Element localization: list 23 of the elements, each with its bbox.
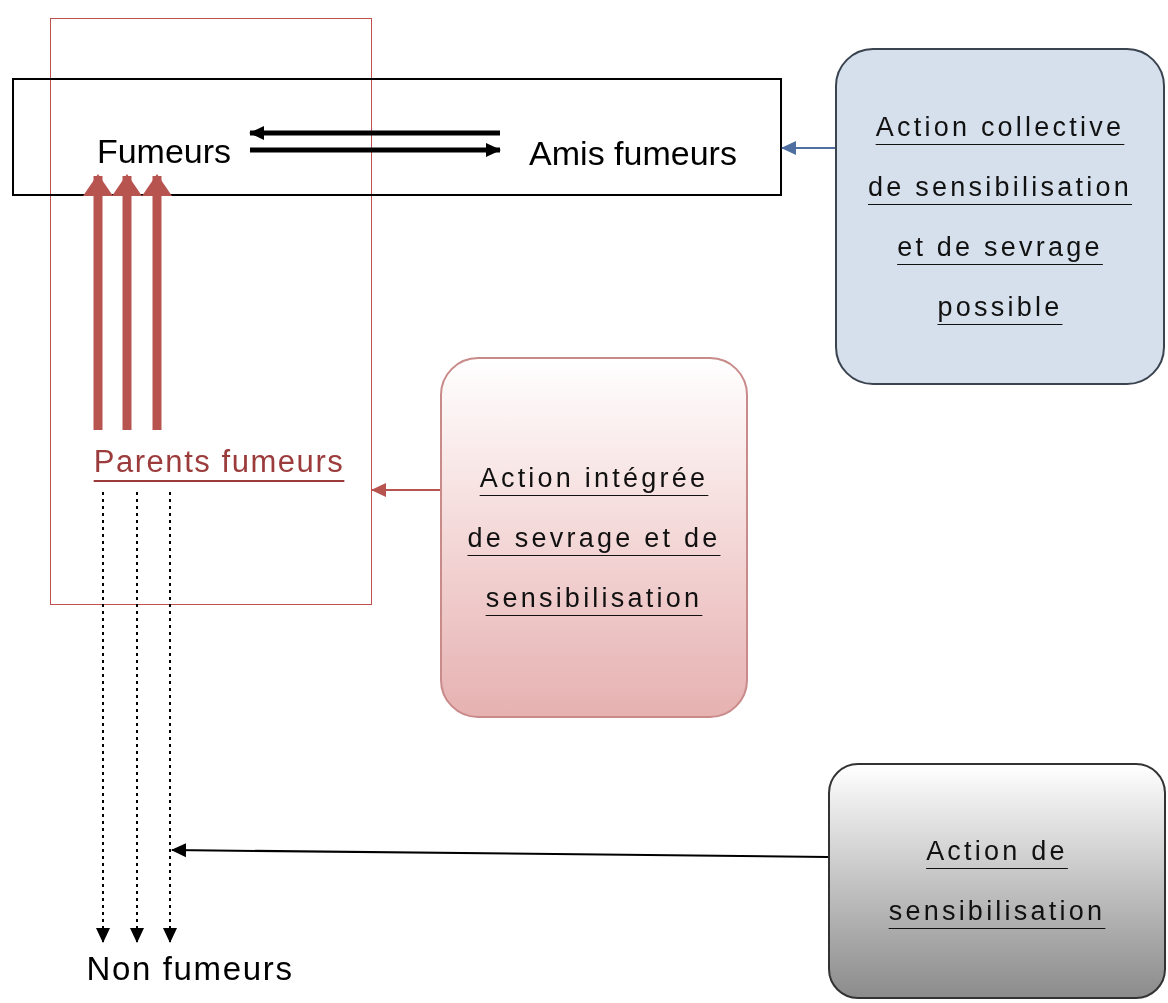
- arrow: [96, 491, 110, 943]
- node-label: Amis fumeurs: [529, 132, 737, 174]
- arrow: [163, 491, 177, 943]
- arrow: [249, 126, 500, 140]
- arrow: [142, 174, 172, 430]
- group-frame: [50, 18, 372, 605]
- action-box: [828, 763, 1166, 999]
- arrow: [171, 843, 829, 858]
- node-label: Fumeurs: [96, 130, 232, 172]
- action-box: [440, 357, 748, 718]
- node-label: Non fumeurs: [86, 949, 294, 990]
- arrow: [371, 483, 441, 497]
- arrow: [130, 491, 144, 943]
- group-band: [12, 78, 782, 196]
- arrow: [781, 141, 836, 155]
- action-text: Action intégrée de sevrage et de sensibilisation: [466, 461, 722, 615]
- arrow: [112, 174, 142, 430]
- action-text: Action collective de sensibilisation et de sevrage possible: [867, 110, 1133, 324]
- node-label: Parents fumeurs: [93, 442, 345, 481]
- arrow: [250, 143, 501, 157]
- arrow: [83, 174, 113, 430]
- action-box: [835, 48, 1165, 385]
- action-text: Action de sensibilisation: [887, 835, 1107, 928]
